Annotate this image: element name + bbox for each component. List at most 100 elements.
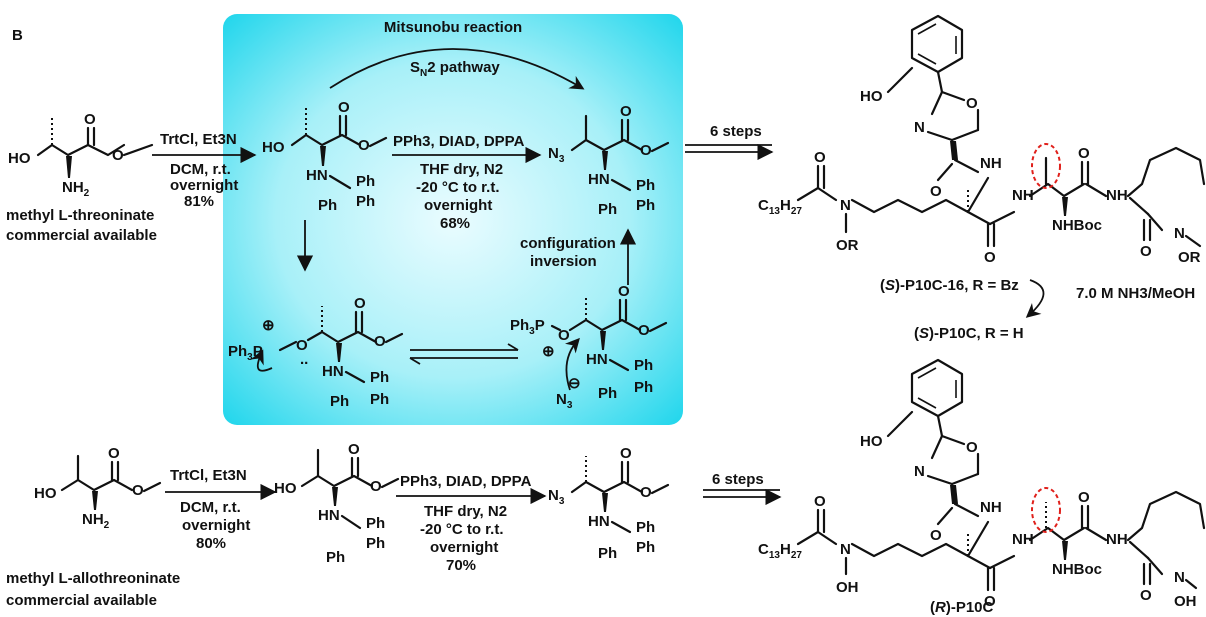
step3-bottom: 6 steps [712, 471, 764, 488]
step2-time-bottom: overnight [430, 539, 498, 556]
svg-text:N: N [914, 119, 925, 136]
svg-text:Ph: Ph [634, 357, 653, 374]
svg-text:HN: HN [306, 167, 328, 184]
svg-text:HO: HO [860, 433, 883, 450]
svg-text:O: O [620, 103, 632, 120]
svg-text:Ph3P: Ph3P [510, 317, 545, 337]
svg-text:Ph: Ph [598, 545, 617, 562]
svg-text:N: N [840, 541, 851, 558]
svg-text:O: O [638, 322, 650, 339]
svg-text:C13H27: C13H27 [758, 541, 802, 561]
svg-text:Ph: Ph [636, 539, 655, 556]
product3-label: (R)-P10C [930, 599, 994, 616]
step2-yield-bottom: 70% [446, 557, 476, 574]
svg-text:NHBoc: NHBoc [1052, 561, 1102, 578]
threoninate-structure: HO O O NH2 [8, 111, 154, 199]
sn2-pathway-label: SN2 pathway [410, 59, 500, 79]
threoninate-source: commercial available [6, 227, 157, 244]
svg-text:NH: NH [1012, 187, 1034, 204]
svg-text:HO: HO [262, 139, 285, 156]
svg-text:Ph: Ph [370, 369, 389, 386]
svg-text:Ph: Ph [636, 197, 655, 214]
svg-text:O: O [112, 147, 124, 164]
svg-text:Ph: Ph [326, 549, 345, 566]
svg-text:O: O [814, 493, 826, 510]
svg-text:HO: HO [860, 88, 883, 105]
panel-label: B [12, 27, 23, 44]
svg-text:C13H27: C13H27 [758, 197, 802, 217]
step1-yield-bottom: 80% [196, 535, 226, 552]
mitsunobu-title: Mitsunobu reaction [384, 19, 522, 36]
svg-text:⊕: ⊕ [542, 343, 555, 360]
svg-text:O: O [640, 142, 652, 159]
svg-text:Ph: Ph [318, 197, 337, 214]
svg-text:NH2: NH2 [82, 511, 110, 531]
svg-text:Ph: Ph [636, 177, 655, 194]
step2-time-top: overnight [424, 197, 492, 214]
svg-text:O: O [1140, 587, 1152, 604]
svg-text:Ph: Ph [356, 173, 375, 190]
azide-product-bottom: N3 O O HN Ph Ph Ph [548, 445, 670, 562]
inversion-line2: inversion [530, 253, 597, 270]
svg-text:Ph: Ph [366, 515, 385, 532]
svg-text:OH: OH [836, 579, 859, 596]
svg-text:O: O [966, 439, 978, 456]
svg-text:N3: N3 [548, 487, 565, 507]
oxyphosphonium-right: Ph3P O ⊕ O O HN Ph Ph Ph N3 ⊖ [510, 283, 668, 411]
trityl-threonine-top: HO O O HN Ph Ph Ph [262, 99, 388, 214]
deprotect-conditions: 7.0 M NH3/MeOH [1076, 285, 1195, 302]
svg-text:N: N [1174, 225, 1185, 242]
step2-solvent-top: THF dry, N2 [420, 161, 503, 178]
svg-text:OH: OH [1174, 593, 1197, 610]
product-bottom-structure: HO N O O NH O NH N OH O C13H27 [758, 358, 1206, 610]
svg-text:O: O [640, 484, 652, 501]
step2-solvent-bottom: THF dry, N2 [424, 503, 507, 520]
svg-text:Ph: Ph [366, 535, 385, 552]
step1-reagents-bottom: TrtCl, Et3N [170, 467, 247, 484]
svg-text:N: N [1174, 569, 1185, 586]
svg-text:NH: NH [1106, 187, 1128, 204]
svg-text:O: O [1140, 243, 1152, 260]
phosphonium-left: Ph3P ⊕ O .. O O HN Ph Ph Ph [228, 295, 404, 410]
svg-text:OR: OR [836, 237, 859, 254]
svg-text:O: O [374, 333, 386, 350]
svg-text:NH: NH [1106, 531, 1128, 548]
svg-text:HN: HN [588, 171, 610, 188]
svg-text:N: N [840, 197, 851, 214]
allothreoninate-structure: HO O O NH2 [34, 445, 162, 531]
mitsunobu-box [223, 14, 683, 425]
svg-text:O: O [108, 445, 120, 462]
allothreoninate-source: commercial available [6, 592, 157, 609]
svg-text:O: O [354, 295, 366, 312]
inversion-line1: configuration [520, 235, 616, 252]
allothreoninate-name: methyl L-allothreoninate [6, 570, 180, 587]
step1-solvent-bottom: DCM, r.t. [180, 499, 241, 516]
svg-text:..: .. [300, 351, 308, 368]
step2-temp-bottom: -20 °C to r.t. [420, 521, 504, 538]
step1-reagents-top: TrtCl, Et3N [160, 131, 237, 148]
product-top-structure: HO N O O NH O NH N OR O C13H27 [758, 14, 1206, 266]
svg-text:O: O [132, 482, 144, 499]
svg-text:⊖: ⊖ [568, 375, 581, 392]
svg-text:O: O [1078, 145, 1090, 162]
svg-text:NH: NH [1012, 531, 1034, 548]
svg-text:NH: NH [980, 499, 1002, 516]
step3-top: 6 steps [710, 123, 762, 140]
product1-label: (S)-P10C-16, R = Bz [880, 277, 1019, 294]
svg-text:NH2: NH2 [62, 179, 90, 199]
svg-text:O: O [296, 337, 308, 354]
svg-text:O: O [338, 99, 350, 116]
svg-text:HO: HO [8, 150, 31, 167]
svg-text:O: O [358, 137, 370, 154]
product2-label: (S)-P10C, R = H [914, 325, 1024, 342]
step2-yield-top: 68% [440, 215, 470, 232]
svg-text:O: O [930, 527, 942, 544]
step2-reagents-bottom: PPh3, DIAD, DPPA [400, 473, 532, 490]
svg-text:HO: HO [34, 485, 57, 502]
svg-text:O: O [984, 593, 996, 610]
step1-time-top: overnight [170, 177, 238, 194]
svg-text:HN: HN [588, 513, 610, 530]
svg-text:HO: HO [274, 480, 297, 497]
svg-text:Ph: Ph [356, 193, 375, 210]
